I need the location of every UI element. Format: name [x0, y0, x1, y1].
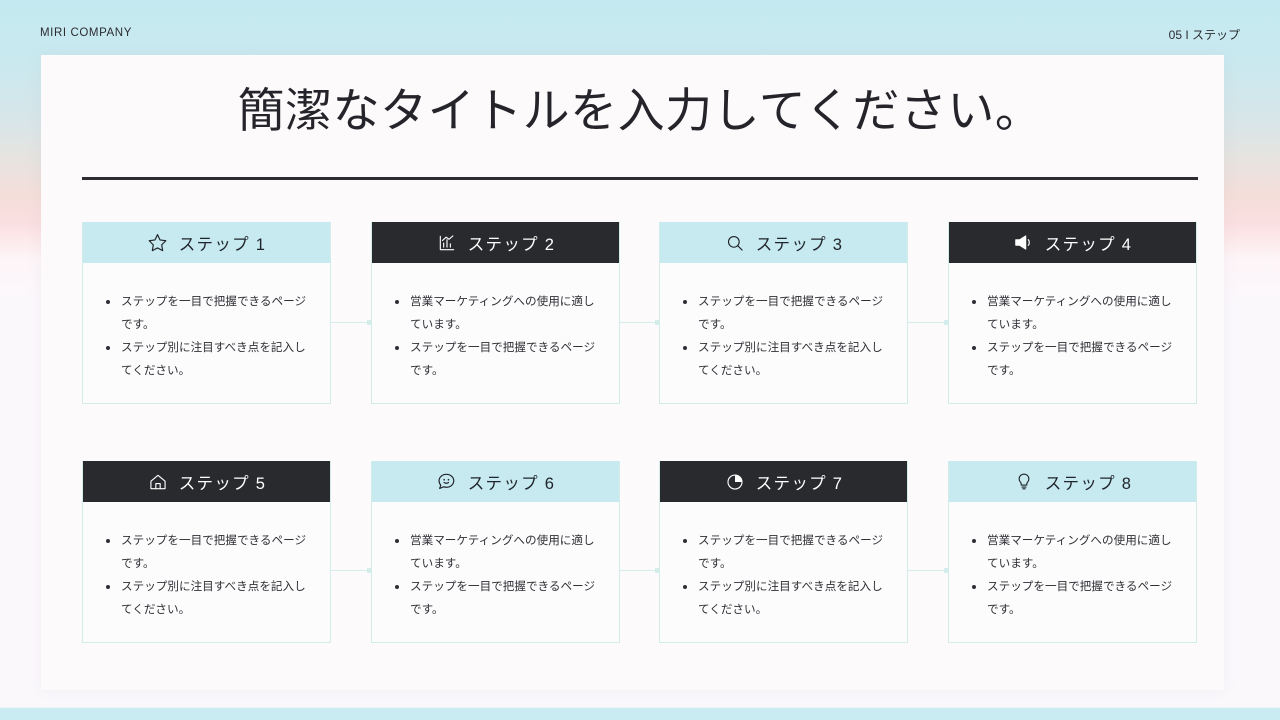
step-bullet-item: ステップ別に注目すべき点を記入してください。 — [682, 576, 891, 621]
step-bullet-item: ステップ別に注目すべき点を記入してください。 — [105, 337, 314, 382]
step-card-body-7: ステップを一目で把握できるページです。ステップ別に注目すべき点を記入してください… — [660, 502, 907, 642]
step-bullet-list: 営業マーケティングへの使用に適しています。ステップを一目で把握できるページです。 — [394, 291, 603, 382]
step-card-title-8: ステップ 8 — [1044, 474, 1133, 493]
step-card-header-1: ステップ 1 — [83, 222, 330, 263]
step-card-title-2: ステップ 2 — [467, 235, 556, 254]
step-card-header-2: ステップ 2 — [372, 222, 619, 263]
step-bullet-item: ステップを一目で把握できるページです。 — [971, 576, 1180, 621]
search-icon — [724, 232, 746, 254]
step-bullet-list: 営業マーケティングへの使用に適しています。ステップを一目で把握できるページです。 — [394, 530, 603, 621]
step-card-header-6: ステップ 6 — [372, 461, 619, 502]
step-bullet-list: 営業マーケティングへの使用に適しています。ステップを一目で把握できるページです。 — [971, 291, 1180, 382]
step-card-title-7: ステップ 7 — [755, 474, 844, 493]
step-bullet-list: ステップを一目で把握できるページです。ステップ別に注目すべき点を記入してください… — [682, 530, 891, 621]
step-bullet-item: ステップを一目で把握できるページです。 — [105, 291, 314, 336]
step-card-body-5: ステップを一目で把握できるページです。ステップ別に注目すべき点を記入してください… — [83, 502, 330, 642]
step-bullet-item: ステップを一目で把握できるページです。 — [394, 337, 603, 382]
step-bullet-list: ステップを一目で把握できるページです。ステップ別に注目すべき点を記入してください… — [105, 291, 314, 382]
step-card-header-8: ステップ 8 — [949, 461, 1196, 502]
page-title: 簡潔なタイトルを入力してください。 — [237, 84, 1043, 137]
step-card-8[interactable]: ステップ 8 営業マーケティングへの使用に適しています。ステップを一目で把握できる… — [948, 461, 1197, 644]
megaphone-icon — [1013, 232, 1035, 254]
step-card-title-1: ステップ 1 — [178, 235, 267, 254]
step-bullet-item: ステップを一目で把握できるページです。 — [682, 291, 891, 336]
step-card-5[interactable]: ステップ 5 ステップを一目で把握できるページです。ステップ別に注目すべき点を記入… — [82, 461, 331, 644]
step-card-header-3: ステップ 3 — [660, 222, 907, 263]
step-bullet-list: 営業マーケティングへの使用に適しています。ステップを一目で把握できるページです。 — [971, 530, 1180, 621]
chat-smile-icon — [436, 471, 458, 493]
title-divider — [82, 177, 1198, 180]
step-card-3[interactable]: ステップ 3 ステップを一目で把握できるページです。ステップ別に注目すべき点を記入… — [659, 222, 908, 405]
step-bullet-item: 営業マーケティングへの使用に適しています。 — [971, 530, 1180, 575]
step-card-body-6: 営業マーケティングへの使用に適しています。ステップを一目で把握できるページです。 — [372, 502, 619, 642]
step-bullet-item: ステップを一目で把握できるページです。 — [105, 530, 314, 575]
step-card-title-3: ステップ 3 — [755, 235, 844, 254]
home-icon — [147, 471, 169, 493]
step-card-1[interactable]: ステップ 1 ステップを一目で把握できるページです。ステップ別に注目すべき点を記入… — [82, 222, 331, 405]
step-card-body-1: ステップを一目で把握できるページです。ステップ別に注目すべき点を記入してください… — [83, 263, 330, 403]
pie-chart-icon — [724, 471, 746, 493]
step-card-body-8: 営業マーケティングへの使用に適しています。ステップを一目で把握できるページです。 — [949, 502, 1196, 642]
section-page-label: 05 I ステップ — [1168, 28, 1240, 42]
step-bullet-item: ステップ別に注目すべき点を記入してください。 — [682, 337, 891, 382]
company-brand: MIRI COMPANY — [40, 27, 132, 39]
slide-header: MIRI COMPANY 05 I ステップ — [0, 0, 1280, 55]
step-connector — [620, 319, 660, 325]
step-card-header-7: ステップ 7 — [660, 461, 907, 502]
step-bullet-item: 営業マーケティングへの使用に適しています。 — [971, 291, 1180, 336]
step-bullet-item: 営業マーケティングへの使用に適しています。 — [394, 530, 603, 575]
step-connector — [908, 319, 949, 325]
step-card-7[interactable]: ステップ 7 ステップを一目で把握できるページです。ステップ別に注目すべき点を記入… — [659, 461, 908, 644]
step-card-4[interactable]: ステップ 4 営業マーケティングへの使用に適しています。ステップを一目で把握できる… — [948, 222, 1197, 405]
step-card-title-4: ステップ 4 — [1044, 235, 1133, 254]
step-bullet-list: ステップを一目で把握できるページです。ステップ別に注目すべき点を記入してください… — [682, 291, 891, 382]
step-card-title-5: ステップ 5 — [178, 474, 267, 493]
step-bullet-item: ステップを一目で把握できるページです。 — [682, 530, 891, 575]
step-bullet-item: ステップを一目で把握できるページです。 — [971, 337, 1180, 382]
step-card-title-6: ステップ 6 — [467, 474, 556, 493]
bar-chart-icon — [436, 232, 458, 254]
step-card-body-4: 営業マーケティングへの使用に適しています。ステップを一目で把握できるページです。 — [949, 263, 1196, 403]
step-card-6[interactable]: ステップ 6 営業マーケティングへの使用に適しています。ステップを一目で把握できる… — [371, 461, 620, 644]
star-icon — [147, 232, 169, 254]
step-connector — [331, 567, 372, 573]
step-card-header-4: ステップ 4 — [949, 222, 1196, 263]
step-bullet-list: ステップを一目で把握できるページです。ステップ別に注目すべき点を記入してください… — [105, 530, 314, 621]
step-card-body-2: 営業マーケティングへの使用に適しています。ステップを一目で把握できるページです。 — [372, 263, 619, 403]
step-bullet-item: ステップを一目で把握できるページです。 — [394, 576, 603, 621]
step-connector — [331, 319, 372, 325]
step-connector — [620, 567, 660, 573]
step-bullet-item: 営業マーケティングへの使用に適しています。 — [394, 291, 603, 336]
step-card-2[interactable]: ステップ 2 営業マーケティングへの使用に適しています。ステップを一目で把握できる… — [371, 222, 620, 405]
step-card-body-3: ステップを一目で把握できるページです。ステップ別に注目すべき点を記入してください… — [660, 263, 907, 403]
lightbulb-icon — [1013, 471, 1035, 493]
step-bullet-item: ステップ別に注目すべき点を記入してください。 — [105, 576, 314, 621]
step-card-header-5: ステップ 5 — [83, 461, 330, 502]
step-connector — [908, 567, 949, 573]
